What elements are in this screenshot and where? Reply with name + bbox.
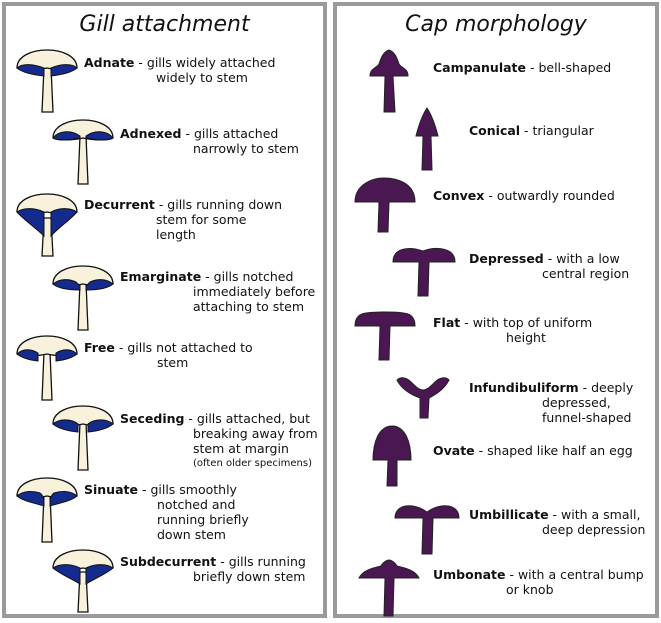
desc-line: - gills widely attached bbox=[134, 55, 276, 70]
desc-line: attaching to stem bbox=[193, 299, 305, 314]
term-conical: Conical bbox=[469, 123, 521, 138]
desc-line: length bbox=[156, 227, 196, 242]
term-sinuate: Sinuate bbox=[84, 482, 138, 497]
term-convex: Convex bbox=[433, 188, 485, 203]
desc-line: - triangular bbox=[520, 123, 594, 138]
desc-line: - shaped like half an egg bbox=[474, 443, 633, 458]
desc-line: - outwardly rounded bbox=[484, 188, 615, 203]
desc-line: - bell-shaped bbox=[526, 60, 612, 75]
desc-line: running briefly bbox=[157, 512, 249, 527]
gill-attachment-panel: Gill attachment Adnate - gills widely at… bbox=[2, 2, 327, 618]
term-ovate: Ovate bbox=[433, 443, 475, 458]
desc-line: - with top of uniform bbox=[460, 315, 593, 330]
panel-title: Gill attachment bbox=[79, 12, 250, 37]
umbillicate-cap-icon bbox=[394, 505, 460, 555]
desc-line: widely to stem bbox=[156, 70, 248, 85]
desc-line: immediately before bbox=[193, 284, 316, 299]
conical-cap-icon bbox=[415, 107, 439, 171]
subdecurrent-mushroom-icon bbox=[52, 549, 114, 613]
adnexed-mushroom-icon bbox=[52, 119, 114, 185]
desc-line: central region bbox=[542, 266, 630, 281]
term-adnexed: Adnexed bbox=[120, 126, 182, 141]
depressed-cap-icon bbox=[392, 248, 456, 297]
campanulate-cap-icon bbox=[369, 49, 409, 113]
free-mushroom-icon bbox=[16, 335, 78, 401]
desc-line: or knob bbox=[506, 582, 554, 597]
desc-line: funnel-shaped bbox=[542, 410, 632, 425]
ovate-cap-icon bbox=[372, 425, 412, 487]
cap-morphology-panel: Cap morphology Campanulate - bell-shaped… bbox=[333, 2, 659, 618]
desc-line: stem at margin bbox=[193, 441, 289, 456]
desc-line: - with a small, bbox=[548, 507, 641, 522]
term-campanulate: Campanulate bbox=[433, 60, 526, 75]
desc-line: - with a low bbox=[543, 251, 620, 266]
desc-line: briefly down stem bbox=[193, 569, 306, 584]
term-umbillicate: Umbillicate bbox=[469, 507, 549, 522]
term-seceding: Seceding bbox=[120, 411, 185, 426]
infundibuliform-cap-icon bbox=[396, 377, 450, 419]
desc-line: breaking away from bbox=[193, 426, 318, 441]
term-free: Free bbox=[84, 340, 115, 355]
desc-line: stem bbox=[157, 355, 189, 370]
term-umbonate: Umbonate bbox=[433, 567, 506, 582]
convex-cap-icon bbox=[354, 177, 416, 233]
desc-line: - gills not attached to bbox=[114, 340, 253, 355]
term-adnate: Adnate bbox=[84, 55, 135, 70]
desc-line: - gills attached bbox=[181, 126, 279, 141]
desc-line: notched and bbox=[157, 497, 236, 512]
term-decurrent: Decurrent bbox=[84, 197, 155, 212]
panel-title: Cap morphology bbox=[405, 12, 587, 37]
desc-line: - gills attached, but bbox=[184, 411, 310, 426]
umbonate-cap-icon bbox=[358, 559, 420, 617]
decurrent-mushroom-icon bbox=[16, 193, 78, 257]
term-depressed: Depressed bbox=[469, 251, 544, 266]
desc-line: stem for some bbox=[156, 212, 247, 227]
desc-line: depressed, bbox=[542, 395, 611, 410]
desc-line: - gills smoothly bbox=[137, 482, 237, 497]
desc-line: narrowly to stem bbox=[193, 141, 299, 156]
seceding-mushroom-icon bbox=[52, 405, 114, 471]
flat-cap-icon bbox=[354, 311, 416, 361]
term-flat: Flat bbox=[433, 315, 461, 330]
term-emarginate: Emarginate bbox=[120, 269, 202, 284]
desc-line: - with a central bump bbox=[505, 567, 644, 582]
desc-line: - gills running down bbox=[154, 197, 283, 212]
term-subdecurrent: Subdecurrent bbox=[120, 554, 217, 569]
desc-line: down stem bbox=[157, 527, 226, 542]
sinuate-mushroom-icon bbox=[16, 477, 78, 543]
adnate-mushroom-icon bbox=[16, 49, 78, 113]
desc-line: - deeply bbox=[578, 380, 634, 395]
emarginate-mushroom-icon bbox=[52, 265, 114, 331]
desc-line: deep depression bbox=[542, 522, 646, 537]
desc-note: (often older specimens) bbox=[193, 458, 312, 469]
desc-line: height bbox=[506, 330, 546, 345]
term-infundibuliform: Infundibuliform bbox=[469, 380, 579, 395]
desc-line: - gills notched bbox=[201, 269, 294, 284]
desc-line: - gills running bbox=[216, 554, 306, 569]
